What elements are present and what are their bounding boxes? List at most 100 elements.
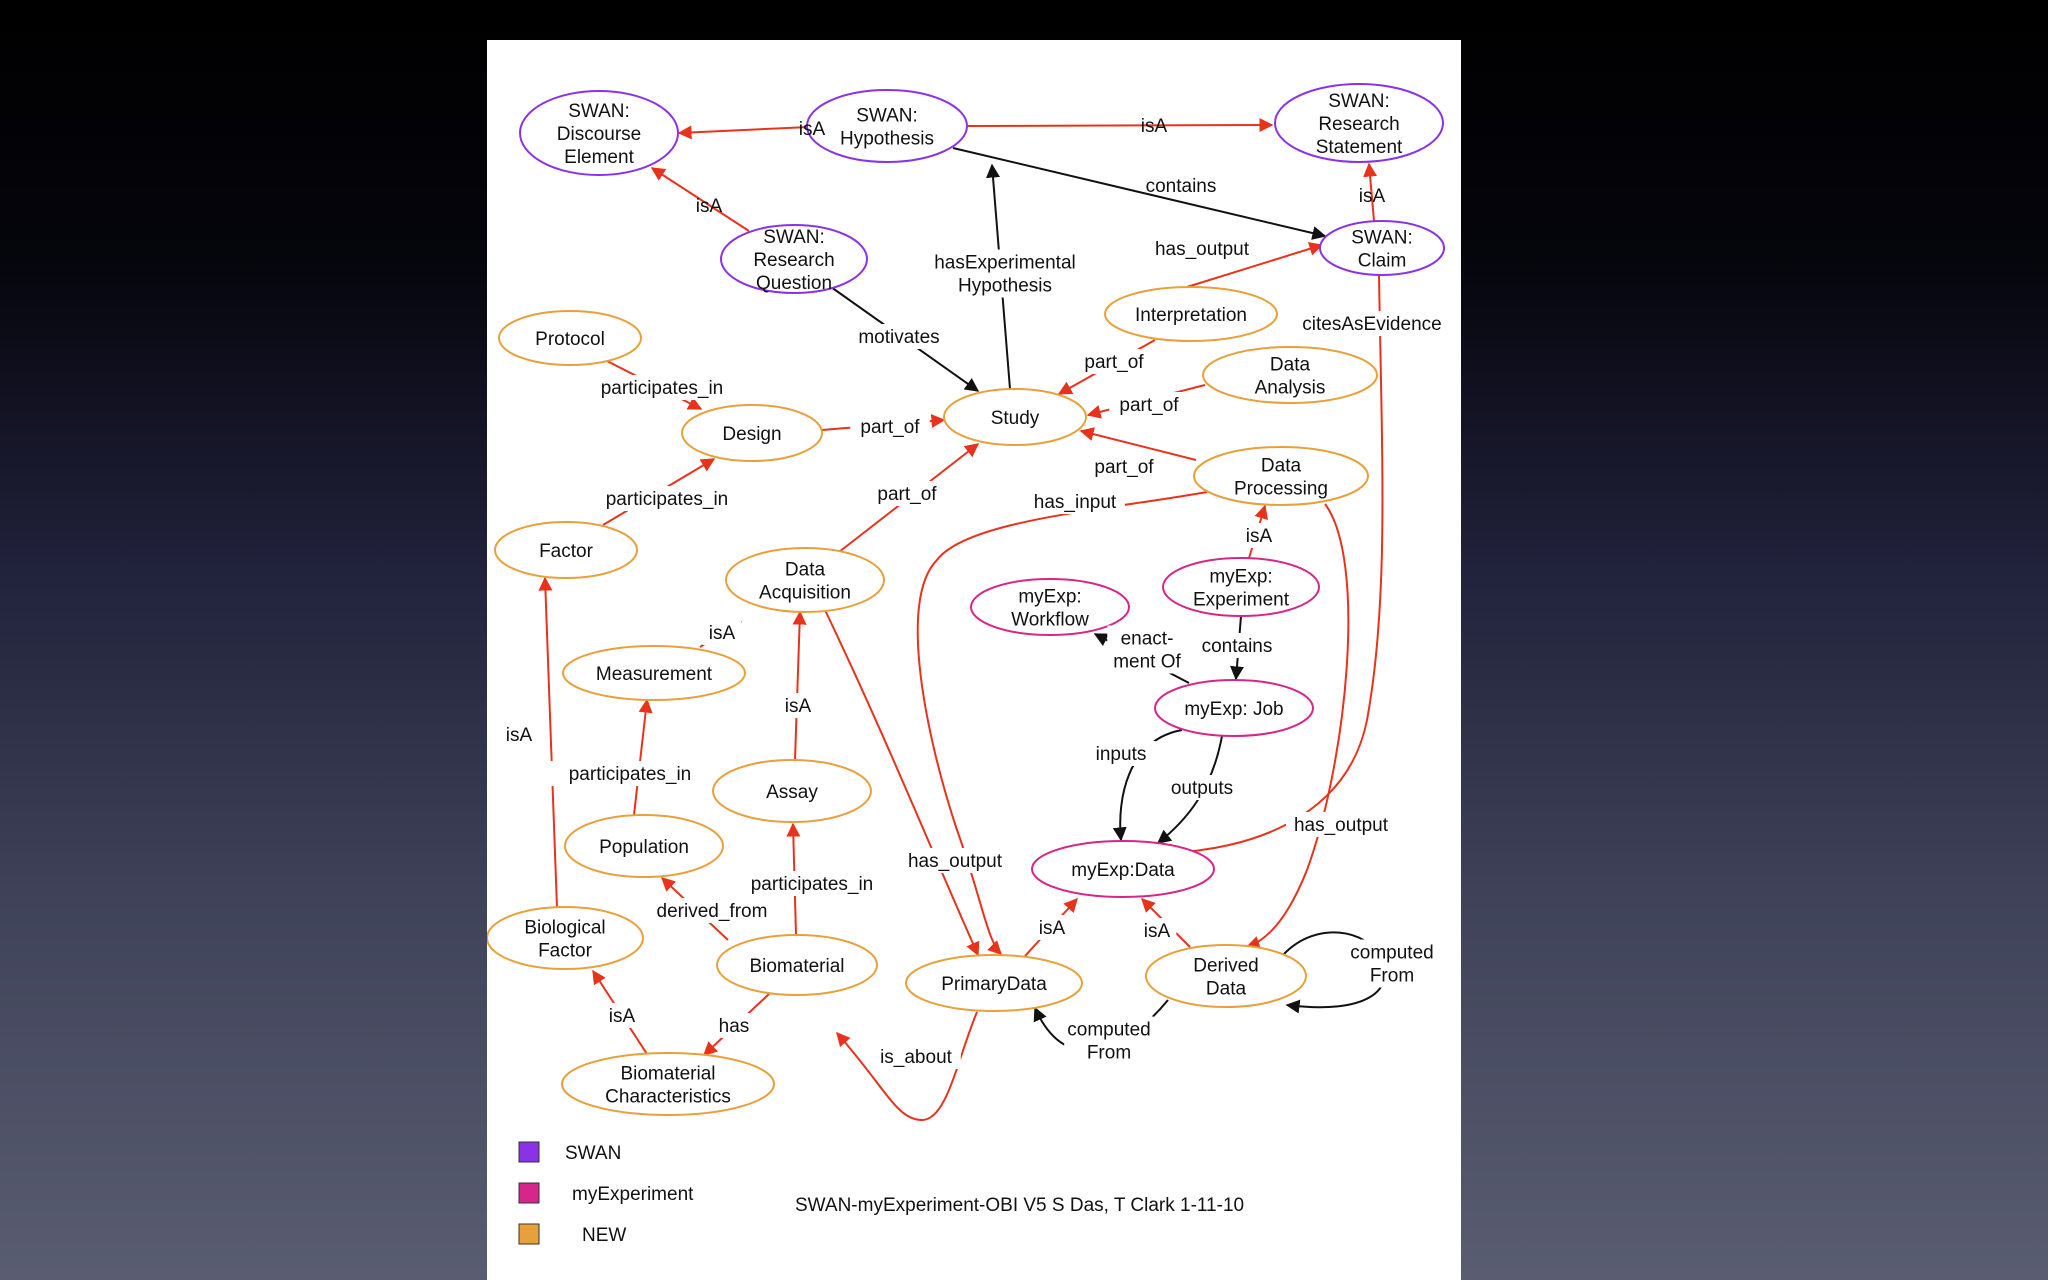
edge-label-text: From bbox=[1087, 1043, 1131, 1064]
node-myexp-data: myExp:Data bbox=[1031, 840, 1215, 898]
edge-label-question-isa-discourse: isA bbox=[696, 196, 723, 217]
edge-label-text: is_about bbox=[880, 1047, 953, 1068]
node-ellipse bbox=[487, 906, 644, 970]
node-ellipse bbox=[498, 310, 642, 366]
edge-label-text: participates_in bbox=[751, 874, 874, 895]
edge-label-biofactor-isa-factor: isA bbox=[499, 722, 539, 747]
node-label: Biological bbox=[524, 918, 605, 939]
edge-label-interp-part-of-study: part_of bbox=[1074, 349, 1154, 374]
edge-assay-isa-acquisition bbox=[792, 610, 807, 761]
node-label: Data bbox=[1270, 355, 1311, 376]
edge-label-text: hasExperimental bbox=[934, 253, 1076, 274]
legend-swatch bbox=[518, 1141, 540, 1163]
edge-label-primary-isa-mydata: isA bbox=[1032, 915, 1072, 940]
node-ellipse bbox=[519, 90, 679, 176]
node-label: SWAN: bbox=[763, 227, 825, 248]
edge-label-text: enact- bbox=[1121, 629, 1174, 650]
edge-label-text: motivates bbox=[858, 327, 939, 348]
edge-label-text: Hypothesis bbox=[958, 276, 1052, 297]
edge-processing-has-output-derived bbox=[1245, 503, 1350, 950]
edge-label-claim-isa-statement: isA bbox=[1359, 186, 1386, 207]
node-label: Experiment bbox=[1193, 590, 1290, 611]
node-label: Data bbox=[785, 560, 826, 581]
edge-label-text: has_output bbox=[1294, 815, 1389, 836]
edge-label-text: part_of bbox=[1094, 457, 1154, 478]
edge-hyp-contains-claim bbox=[952, 147, 1327, 240]
edge-label-hyp-isa-discourse: isA bbox=[799, 119, 826, 140]
node-swan-hypothesis: SWAN:Hypothesis bbox=[806, 89, 968, 163]
node-label: Statement bbox=[1316, 137, 1403, 158]
node-ellipse bbox=[905, 954, 1083, 1012]
node-ellipse bbox=[561, 1052, 775, 1116]
node-ellipse bbox=[1145, 944, 1307, 1008]
node-label: myExp:Data bbox=[1071, 860, 1175, 881]
node-label: Research bbox=[753, 250, 834, 271]
node-assay: Assay bbox=[712, 759, 872, 823]
node-ellipse bbox=[1031, 840, 1215, 898]
legend-item: SWAN bbox=[518, 1141, 621, 1164]
edge-label-claim-cites-as-evidence: citesAsEvidence bbox=[1291, 311, 1453, 336]
node-ellipse bbox=[564, 814, 724, 878]
edge-label-text: isA bbox=[1144, 921, 1171, 942]
node-myexp-experiment: myExp:Experiment bbox=[1162, 557, 1320, 617]
edge-label-text: part_of bbox=[1119, 395, 1179, 416]
edge-label-text: isA bbox=[1039, 918, 1066, 939]
edge-label-text: isA bbox=[506, 725, 533, 746]
node-ellipse bbox=[1319, 220, 1445, 276]
node-ellipse bbox=[1274, 83, 1444, 163]
node-ellipse bbox=[725, 547, 885, 613]
edge-label-biomaterial-derived-from-population: derived_from bbox=[646, 898, 778, 923]
edge-claim-cites-as-evidence bbox=[1165, 275, 1384, 860]
legend-label: NEW bbox=[582, 1225, 626, 1246]
node-label: Hypothesis bbox=[840, 129, 934, 150]
node-interpretation: Interpretation bbox=[1104, 286, 1278, 342]
node-label: Question bbox=[756, 273, 832, 294]
node-label: SWAN: bbox=[856, 106, 918, 127]
legend-item: NEW bbox=[518, 1223, 626, 1246]
edge-label-text: contains bbox=[1202, 636, 1273, 657]
edge-label-hyp-isa-statement: isA bbox=[1141, 116, 1168, 137]
edge-label-text: citesAsEvidence bbox=[1302, 314, 1441, 335]
edge-processing-has-input bbox=[916, 491, 1208, 955]
edge-label-acquisition-has-output-primary: has_output bbox=[900, 848, 1010, 873]
edge-label-text: isA bbox=[696, 196, 723, 217]
node-ellipse bbox=[712, 759, 872, 823]
edge-label-text: isA bbox=[1359, 186, 1386, 207]
edge-label-text: isA bbox=[709, 623, 736, 644]
edge-label-text: inputs bbox=[1096, 744, 1147, 765]
edge-label-biomaterial-participates-assay: participates_in bbox=[731, 871, 893, 896]
node-population: Population bbox=[564, 814, 724, 878]
edge-label-text: participates_in bbox=[601, 378, 724, 399]
edge-interp-has-output-claim bbox=[1186, 242, 1324, 288]
edge-label-factor-participates-design: participates_in bbox=[586, 486, 748, 511]
node-label: Measurement bbox=[596, 664, 713, 685]
edge-label-experiment-contains-job: contains bbox=[1192, 633, 1282, 658]
edge-label-text: isA bbox=[609, 1006, 636, 1027]
node-label: Research bbox=[1318, 114, 1399, 135]
node-label: myExp: bbox=[1209, 567, 1272, 588]
node-label: Element bbox=[564, 147, 634, 168]
node-label: Biomaterial bbox=[620, 1064, 715, 1085]
edge-label-text: part_of bbox=[1084, 352, 1144, 373]
edge-claim-isa-statement bbox=[1363, 162, 1378, 222]
node-label: Assay bbox=[766, 782, 818, 803]
edge-label-processing-has-input: has_input bbox=[1025, 489, 1125, 514]
node-ellipse bbox=[1104, 286, 1278, 342]
node-label: Derived bbox=[1193, 956, 1258, 977]
edge-label-text: isA bbox=[799, 119, 826, 140]
node-ellipse bbox=[720, 224, 868, 294]
edge-biofactor-isa-factor bbox=[538, 576, 558, 909]
node-label: Factor bbox=[539, 541, 594, 562]
edge-label-design-part-of-study: part_of bbox=[850, 414, 930, 439]
edge-label-derived-isa-mydata: isA bbox=[1137, 918, 1177, 943]
node-label: PrimaryData bbox=[941, 974, 1047, 995]
node-label: SWAN: bbox=[1351, 228, 1413, 249]
node-label: Data bbox=[1206, 979, 1247, 1000]
